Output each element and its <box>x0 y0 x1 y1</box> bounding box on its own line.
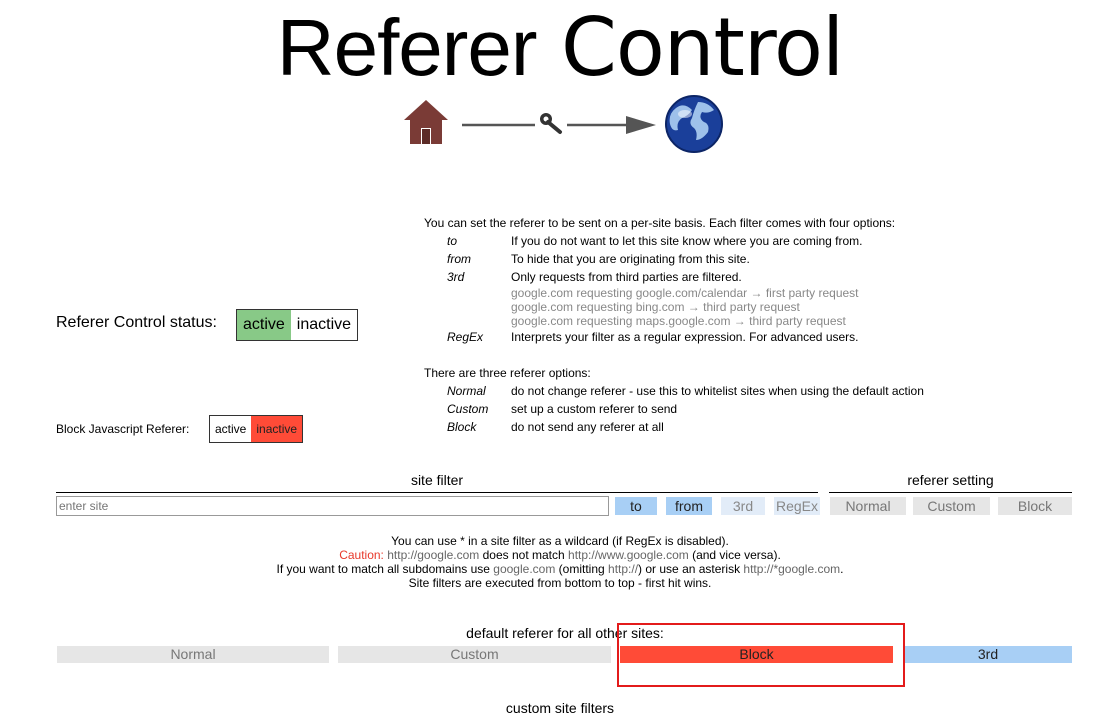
referer-setting-divider <box>829 492 1072 493</box>
filter-to-button[interactable]: to <box>615 497 657 515</box>
note-caution: Caution: http://google.com does not matc… <box>339 548 781 562</box>
house-icon <box>404 100 448 144</box>
desc-def-3rd: Only requests from third parties are fil… <box>511 270 742 284</box>
title-bold: Control <box>561 1 844 94</box>
filter-3rd-button[interactable]: 3rd <box>721 497 765 515</box>
desc-referer-intro: There are three referer options: <box>424 366 591 380</box>
default-block-button[interactable]: Block <box>620 646 893 663</box>
js-block-inactive-button[interactable]: inactive <box>251 416 303 442</box>
desc-term-block: Block <box>447 420 477 434</box>
js-block-toggle: active inactive <box>209 415 304 443</box>
desc-def-block: do not send any referer at all <box>511 420 664 434</box>
help-description: You can set the referer to be sent on a … <box>424 214 984 436</box>
js-block-label: Block Javascript Referer: <box>56 422 190 436</box>
referer-block-button[interactable]: Block <box>998 497 1072 515</box>
referer-custom-button[interactable]: Custom <box>913 497 990 515</box>
desc-def-to: If you do not want to let this site know… <box>511 234 863 248</box>
note-wildcard: You can use * in a site filter as a wild… <box>391 534 729 548</box>
desc-def-from: To hide that you are originating from th… <box>511 252 750 266</box>
default-referer-label: default referer for all other sites: <box>466 625 664 641</box>
app-title: Referer Control <box>0 0 1120 98</box>
referer-normal-button[interactable]: Normal <box>830 497 906 515</box>
js-block-active-button[interactable]: active <box>215 422 247 436</box>
desc-example: google.com requesting maps.google.com → … <box>511 314 846 328</box>
wildcard-notes: You can use * in a site filter as a wild… <box>0 534 1120 590</box>
selection-highlight <box>617 623 905 687</box>
wrench-icon <box>540 113 562 134</box>
status-inactive-button[interactable]: inactive <box>296 316 352 333</box>
desc-term-from: from <box>447 252 471 266</box>
referer-setting-header: referer setting <box>907 472 994 488</box>
site-input[interactable] <box>56 496 609 516</box>
desc-term-3rd: 3rd <box>447 270 465 284</box>
globe-icon <box>665 95 723 153</box>
title-light: Referer <box>276 3 538 92</box>
status-label: Referer Control status: <box>56 314 217 331</box>
desc-def-custom: set up a custom referer to send <box>511 402 678 416</box>
status-toggle: active inactive <box>236 309 359 341</box>
logo-graphic <box>404 95 723 153</box>
desc-term-regex: RegEx <box>447 330 484 344</box>
note-order: Site filters are executed from bottom to… <box>408 576 712 590</box>
default-custom-button[interactable]: Custom <box>338 646 611 663</box>
desc-def-regex: Interprets your filter as a regular expr… <box>511 330 859 344</box>
desc-term-normal: Normal <box>447 384 486 398</box>
desc-term-custom: Custom <box>447 402 489 416</box>
caution-label: Caution: <box>339 548 384 562</box>
desc-example: google.com requesting google.com/calenda… <box>511 286 859 300</box>
site-filter-divider <box>56 492 818 493</box>
custom-filters-header: custom site filters <box>505 700 615 716</box>
default-3rd-button[interactable]: 3rd <box>904 646 1072 663</box>
default-normal-button[interactable]: Normal <box>57 646 329 663</box>
filter-regex-button[interactable]: RegEx <box>774 497 820 515</box>
filter-from-button[interactable]: from <box>666 497 712 515</box>
status-active-button[interactable]: active <box>237 310 291 340</box>
site-filter-header: site filter <box>410 472 464 488</box>
desc-def-normal: do not change referer - use this to whit… <box>511 384 924 398</box>
desc-intro: You can set the referer to be sent on a … <box>424 216 896 230</box>
desc-term-to: to <box>447 234 458 248</box>
desc-example: google.com requesting bing.com → third p… <box>511 300 800 314</box>
note-subdomains: If you want to match all subdomains use … <box>276 562 844 576</box>
arrow-icon <box>462 116 656 134</box>
